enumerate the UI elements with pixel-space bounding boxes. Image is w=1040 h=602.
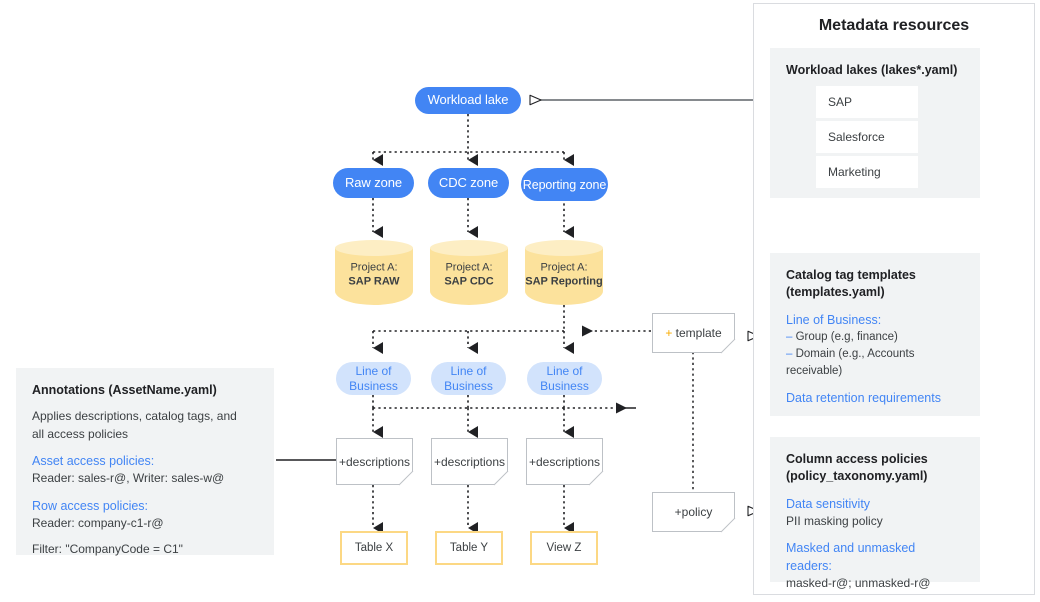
node-line-of-business-2[interactable]: Line of Business: [431, 362, 506, 395]
lake-item-salesforce[interactable]: Salesforce: [816, 121, 918, 153]
cylinder-body: [525, 248, 603, 305]
row-filter-value: Filter: "CompanyCode = C1": [32, 542, 183, 557]
node-view-z[interactable]: View Z: [530, 531, 598, 565]
metadata-resources-title: Metadata resources: [818, 17, 970, 34]
data-sensitivity-heading: Data sensitivity: [786, 496, 871, 511]
project-name: SAP CDC: [444, 274, 494, 287]
node-table-y[interactable]: Table Y: [435, 531, 503, 565]
wire-projects-to-lob-bus: [372, 305, 574, 354]
line-of-business-heading: Line of Business:: [786, 312, 882, 327]
data-sensitivity-value: PII masking policy: [786, 513, 883, 528]
masked-readers-heading: Masked and unmasked readers:: [786, 541, 916, 574]
folded-corner-icon: [398, 470, 414, 486]
wire-lake-trunk: [372, 114, 574, 166]
note-descriptions-3[interactable]: +descriptions: [526, 438, 604, 486]
project-prefix: Project A:: [350, 260, 398, 273]
catalog-templates-title-line-2: (templates.yaml): [786, 285, 885, 300]
note-descriptions-2[interactable]: +descriptions: [431, 438, 509, 486]
folded-corner-icon: [588, 470, 604, 486]
note-policy[interactable]: +policy: [652, 492, 736, 533]
column-policies-title-line-1: Column access policies: [786, 452, 928, 466]
row-access-heading: Row access policies:: [32, 498, 149, 513]
lake-item-label: SAP: [828, 95, 853, 109]
node-project-sap-reporting[interactable]: Project A: SAP Reporting: [525, 240, 603, 305]
folded-corner-icon: [493, 470, 509, 486]
node-raw-zone[interactable]: Raw zone: [333, 168, 414, 198]
lob-label: Line of Business: [444, 364, 493, 393]
lake-item-sap[interactable]: SAP: [816, 86, 918, 118]
template-plus-icon: +: [665, 326, 673, 340]
descriptions-label: +descriptions: [528, 454, 601, 469]
project-prefix: Project A:: [445, 260, 493, 273]
dash-bullet-icon: –: [786, 330, 793, 343]
descriptions-label: +descriptions: [338, 454, 411, 469]
data-retention-heading: Data retention requirements: [786, 391, 941, 406]
node-reporting-zone[interactable]: Reporting zone: [521, 168, 608, 201]
cylinder-top: [525, 240, 603, 256]
lake-item-label: Salesforce: [828, 130, 885, 144]
asset-label: View Z: [546, 542, 582, 554]
catalog-tag-templates-panel: Catalog tag templates (templates.yaml) L…: [770, 253, 980, 416]
lob-item-text: Domain (e.g., Accounts receivable): [786, 347, 915, 378]
masked-readers-value: masked-r@; unmasked-r@: [786, 576, 931, 591]
project-prefix: Project A:: [540, 260, 588, 273]
folded-corner-icon: [720, 517, 736, 533]
lob-label: Line of Business: [540, 364, 589, 393]
lob-item-text: Group (e.g, finance): [792, 330, 898, 343]
lake-item-marketing[interactable]: Marketing: [816, 156, 918, 188]
project-name: SAP Reporting: [525, 274, 603, 287]
annotations-description-line-2: all access policies: [32, 426, 129, 441]
reporting-zone-label: Reporting zone: [522, 177, 607, 192]
cylinder-body: [430, 248, 508, 305]
asset-label: Table X: [354, 542, 394, 554]
cylinder-top: [430, 240, 508, 256]
node-cdc-zone[interactable]: CDC zone: [428, 168, 509, 198]
cylinder-body: [335, 248, 413, 305]
wire-zones-to-projects: [372, 198, 574, 238]
asset-access-heading: Asset access policies:: [32, 454, 155, 469]
workload-lake-label: Workload lake: [427, 92, 509, 108]
annotations-title: Annotations (AssetName.yaml): [32, 383, 217, 397]
raw-zone-label: Raw zone: [344, 174, 402, 190]
folded-corner-icon: [720, 338, 736, 354]
annotations-panel: Annotations (AssetName.yaml) Applies des…: [16, 368, 274, 557]
catalog-templates-title-line-1: Catalog tag templates: [786, 268, 916, 282]
annotations-description-line-1: Applies descriptions, catalog tags, and: [32, 409, 237, 424]
node-line-of-business-3[interactable]: Line of Business: [527, 362, 602, 395]
note-descriptions-1[interactable]: +descriptions: [336, 438, 414, 486]
template-label: template: [672, 326, 722, 340]
node-table-x[interactable]: Table X: [340, 531, 408, 565]
asset-access-value: Reader: sales-r@, Writer: sales-w@: [32, 471, 225, 486]
policy-label: +policy: [674, 505, 713, 519]
node-workload-lake[interactable]: Workload lake: [415, 87, 521, 114]
descriptions-label: +descriptions: [433, 454, 506, 469]
lake-item-label: Marketing: [828, 165, 881, 179]
wire-lob-to-descriptions: [372, 395, 636, 438]
note-template[interactable]: + template: [652, 313, 736, 354]
dash-bullet-icon: –: [786, 347, 793, 360]
node-line-of-business-1[interactable]: Line of Business: [336, 362, 411, 395]
node-project-sap-raw[interactable]: Project A: SAP RAW: [335, 240, 413, 305]
row-access-value: Reader: company-c1-r@: [32, 515, 164, 530]
workload-lakes-title: Workload lakes (lakes*.yaml): [786, 63, 958, 77]
node-project-sap-cdc[interactable]: Project A: SAP CDC: [430, 240, 508, 305]
asset-label: Table Y: [449, 542, 489, 554]
project-name: SAP RAW: [348, 274, 400, 287]
column-policies-title-line-2: (policy_taxonomy.yaml): [786, 469, 928, 484]
cdc-zone-label: CDC zone: [438, 174, 499, 190]
lob-label: Line of Business: [349, 364, 398, 393]
column-access-policies-panel: Column access policies (policy_taxonomy.…: [770, 437, 980, 590]
cylinder-top: [335, 240, 413, 256]
wire-descriptions-to-assets: [372, 485, 574, 534]
